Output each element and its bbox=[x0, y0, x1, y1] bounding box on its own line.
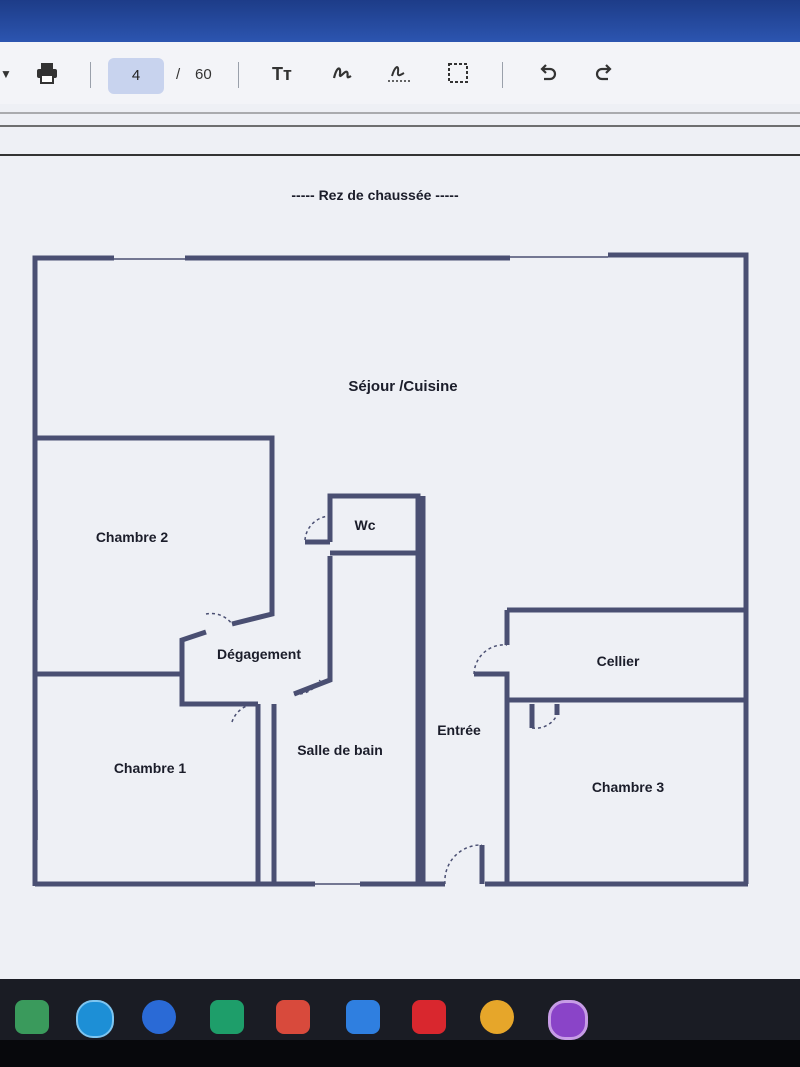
walls bbox=[32, 252, 749, 887]
room-label-sejour: Séjour /Cuisine bbox=[348, 378, 457, 395]
toolbar-divider bbox=[90, 62, 91, 88]
redo-icon[interactable] bbox=[592, 62, 616, 90]
room-label-wc: Wc bbox=[355, 517, 376, 533]
room-label-degagement: Dégagement bbox=[217, 646, 301, 662]
room-label-cellier: Cellier bbox=[597, 653, 640, 669]
play-store-app-icon[interactable] bbox=[346, 1000, 380, 1034]
browser-top-bar bbox=[0, 0, 800, 42]
undo-icon[interactable] bbox=[536, 62, 560, 90]
room-label-chambre2: Chambre 2 bbox=[96, 529, 169, 545]
gmail-app-icon[interactable] bbox=[276, 1000, 310, 1034]
door-swings bbox=[205, 515, 558, 885]
dropdown-arrow-icon[interactable]: ▼ bbox=[0, 67, 12, 81]
photos-app-icon[interactable] bbox=[480, 1000, 514, 1034]
windows bbox=[36, 256, 608, 885]
signature-icon[interactable] bbox=[386, 62, 412, 90]
toolbar-divider bbox=[502, 62, 503, 88]
active-app-icon[interactable] bbox=[548, 1000, 588, 1040]
select-area-icon[interactable] bbox=[446, 62, 470, 90]
draw-tool-icon[interactable] bbox=[330, 62, 356, 90]
screen-bezel bbox=[0, 1040, 800, 1067]
page-total: 60 bbox=[195, 66, 212, 83]
print-icon[interactable] bbox=[34, 62, 60, 90]
room-label-chambre3: Chambre 3 bbox=[592, 779, 665, 795]
meet-app-icon[interactable] bbox=[210, 1000, 244, 1034]
room-label-entree: Entrée bbox=[437, 722, 481, 738]
text-tool-icon[interactable]: Tт bbox=[272, 64, 292, 84]
files-app-icon[interactable] bbox=[76, 1000, 114, 1038]
toolbar-divider bbox=[238, 62, 239, 88]
sheets-app-icon[interactable] bbox=[15, 1000, 49, 1034]
chat-app-icon[interactable] bbox=[142, 1000, 176, 1034]
room-label-chambre1: Chambre 1 bbox=[114, 760, 187, 776]
page-separator: / bbox=[176, 66, 181, 83]
room-label-salle-de-bain: Salle de bain bbox=[297, 742, 383, 758]
document-page: ----- Rez de chaussée ----- bbox=[0, 104, 800, 979]
youtube-app-icon[interactable] bbox=[412, 1000, 446, 1034]
floor-plan: ----- Rez de chaussée ----- bbox=[0, 112, 800, 887]
plan-title: ----- Rez de chaussée ----- bbox=[291, 187, 459, 203]
page-number-input[interactable]: 4 bbox=[108, 58, 164, 94]
